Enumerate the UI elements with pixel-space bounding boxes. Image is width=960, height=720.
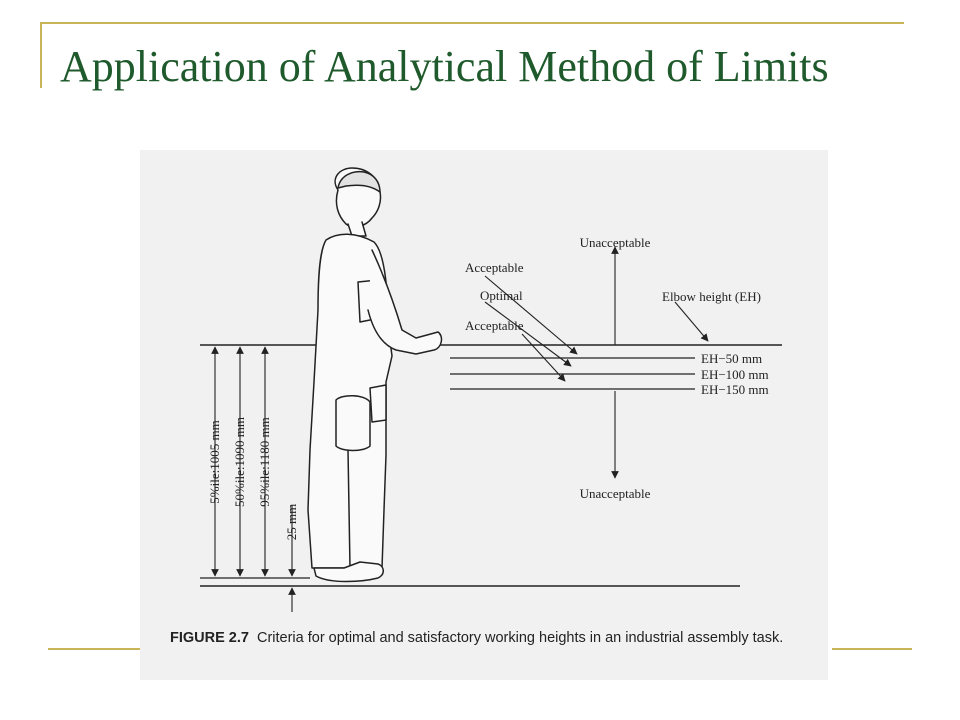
acceptable-lower-arrow xyxy=(521,333,566,382)
caption-label: FIGURE 2.7 xyxy=(170,630,249,646)
unacceptable-bottom-label: Unacceptable xyxy=(580,486,651,501)
top-rule xyxy=(40,22,904,24)
caption-text: Criteria for optimal and satisfactory wo… xyxy=(256,630,784,646)
shoe-label: 25 mm xyxy=(284,504,299,540)
optimal-arrow xyxy=(484,301,572,367)
bottom-rule-left xyxy=(48,648,150,650)
optimal-label: Optimal xyxy=(480,288,523,303)
elbow-height-label: Elbow height (EH) xyxy=(662,289,761,304)
acceptable-lower-label: Acceptable xyxy=(465,318,524,333)
figure-scan xyxy=(140,150,828,680)
eh-50-label: EH−50 mm xyxy=(701,351,762,366)
acceptable-upper-label: Acceptable xyxy=(465,260,524,275)
left-rule xyxy=(40,22,42,88)
eh-100-label: EH−100 mm xyxy=(701,367,769,382)
p50-label: 50%ile:1090 mm xyxy=(232,417,247,507)
unacceptable-top-label: Unacceptable xyxy=(580,235,651,250)
working-height-diagram: 5%ile:1005 mm 50%ile:1090 mm 95%ile:1180… xyxy=(200,167,782,612)
elbow-height-arrow xyxy=(674,301,709,342)
eh-150-label: EH−150 mm xyxy=(701,382,769,397)
figure-caption: FIGURE 2.7 Criteria for optimal and satis… xyxy=(170,629,830,649)
bottom-rule-right xyxy=(832,648,912,650)
p5-label: 5%ile:1005 mm xyxy=(207,420,222,503)
slide-title: Application of Analytical Method of Limi… xyxy=(60,42,829,91)
acceptable-upper-arrow xyxy=(484,275,578,355)
p95-label: 95%ile:1180 mm xyxy=(257,417,272,506)
worker-figure xyxy=(307,167,443,583)
